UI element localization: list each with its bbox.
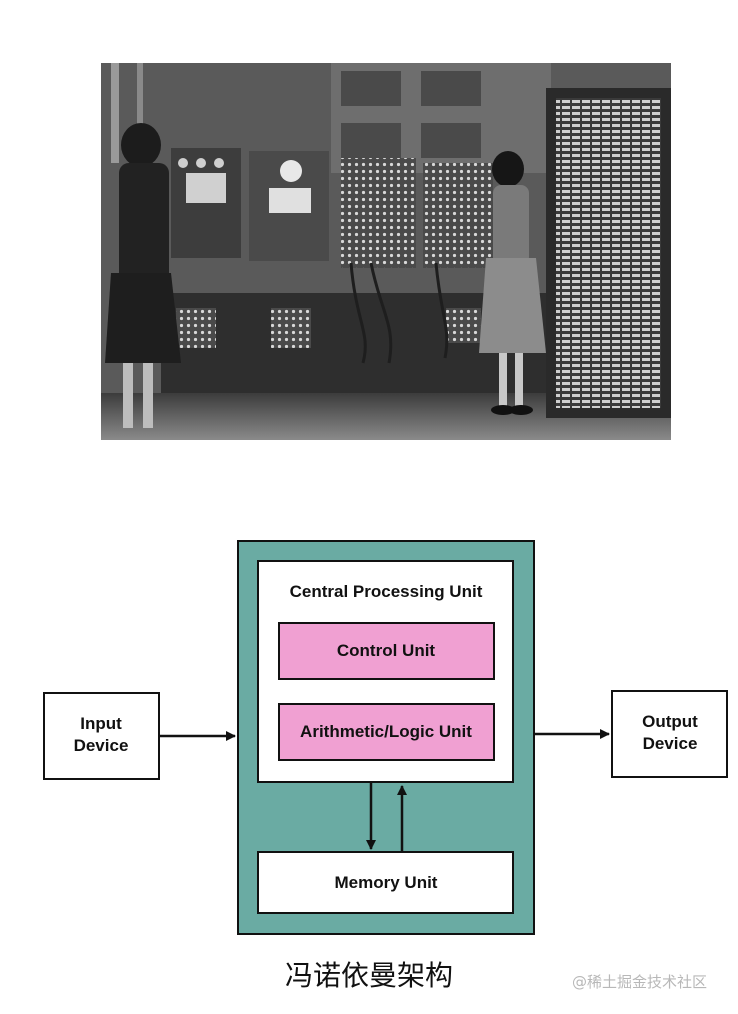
memory-unit-box bbox=[257, 851, 514, 914]
diagram-caption: 冯诺依曼架构 bbox=[284, 959, 453, 992]
eniac-photo bbox=[101, 63, 671, 440]
output-device-label-line1: Output bbox=[642, 712, 698, 731]
output-device-label-line2: Device bbox=[643, 734, 698, 753]
control-unit-label: Control Unit bbox=[337, 641, 436, 660]
eniac-photo-illustration bbox=[101, 63, 671, 440]
alu-label: Arithmetic/Logic Unit bbox=[300, 722, 472, 741]
control-unit-box bbox=[278, 622, 495, 680]
alu-box bbox=[278, 703, 495, 761]
output-device-box bbox=[611, 690, 728, 778]
input-device-box bbox=[43, 692, 160, 780]
input-device-label-line2: Device bbox=[74, 736, 129, 755]
cpu-title: Central Processing Unit bbox=[290, 582, 483, 601]
source-watermark: @稀土掘金技术社区 bbox=[572, 973, 708, 991]
input-device-label-line1: Input bbox=[80, 714, 122, 733]
memory-unit-label: Memory Unit bbox=[335, 873, 438, 892]
